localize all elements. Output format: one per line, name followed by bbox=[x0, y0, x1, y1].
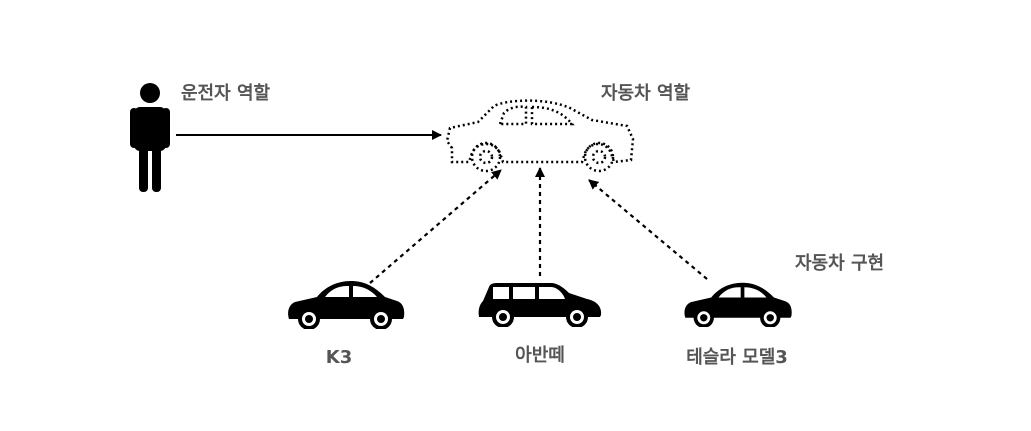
avante-label: 아반떼 bbox=[515, 345, 565, 366]
avante-car-icon bbox=[478, 283, 602, 327]
car-outline-icon bbox=[445, 99, 635, 173]
k3-label: K3 bbox=[326, 347, 352, 368]
tesla-label: 테슬라 모델3 bbox=[686, 347, 788, 368]
car-impl-label: 자동차 구현 bbox=[795, 253, 884, 274]
arrow-k3-to-car-role bbox=[369, 169, 502, 284]
car-role-label: 자동차 역할 bbox=[601, 82, 691, 104]
tesla-car-icon bbox=[684, 282, 792, 327]
k3-car-icon bbox=[288, 281, 405, 329]
driver-role-label: 운전자 역할 bbox=[181, 82, 271, 104]
person-icon bbox=[130, 83, 170, 192]
arrow-tesla-to-car-role bbox=[588, 179, 708, 280]
